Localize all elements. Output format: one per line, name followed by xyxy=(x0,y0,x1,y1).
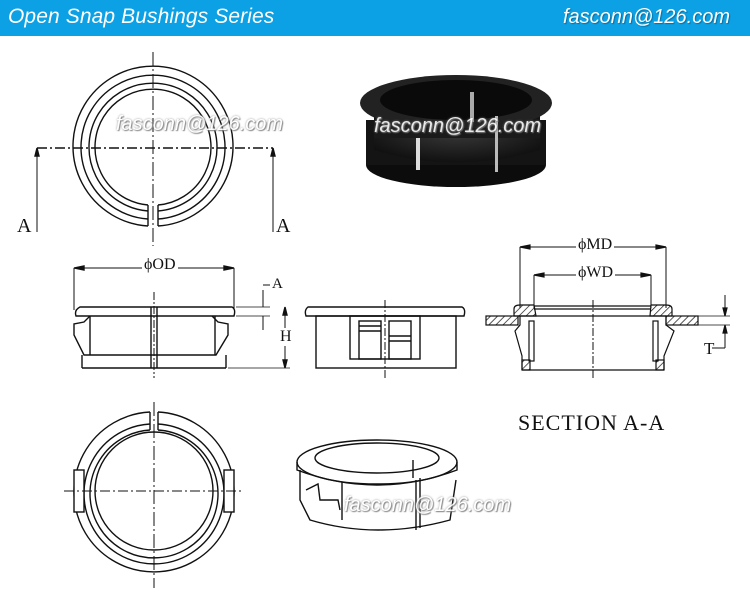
section-view xyxy=(485,244,730,380)
top-view xyxy=(34,52,276,246)
header-banner: Open Snap Bushings Series fasconn@126.co… xyxy=(0,0,750,36)
dimension-a-label: A xyxy=(272,276,283,292)
section-marker-right: A xyxy=(276,215,291,237)
watermark: fasconn@126.com xyxy=(374,115,542,137)
section-marker-left: A xyxy=(17,215,32,237)
section-caption: SECTION A-A xyxy=(518,410,666,435)
dimension-od-label: ϕOD xyxy=(142,256,178,274)
dimension-wd-label: ϕWD xyxy=(576,264,616,282)
front-view xyxy=(304,300,466,378)
dimension-md-label: ϕMD xyxy=(576,236,615,254)
bushing-sketch xyxy=(296,439,458,531)
bottom-view xyxy=(64,402,244,588)
dimension-h-label: H xyxy=(280,328,292,346)
watermark: fasconn@126.com xyxy=(116,113,284,135)
dimension-t-label: T xyxy=(704,339,715,358)
technical-drawing xyxy=(34,52,730,588)
watermark: fasconn@126.com xyxy=(344,494,512,516)
contact-email: fasconn@126.com xyxy=(562,6,730,28)
side-view xyxy=(73,265,290,378)
page-title: Open Snap Bushings Series xyxy=(8,5,275,28)
bushing-photo xyxy=(360,75,552,187)
